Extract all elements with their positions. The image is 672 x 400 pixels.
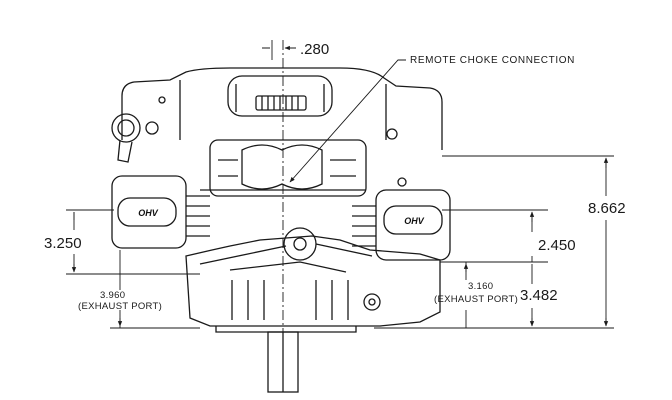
- lower-fins: [231, 280, 349, 320]
- label-overall-height: 8.662: [588, 200, 626, 217]
- vent-grille: [255, 95, 307, 111]
- left-cylinder: [111, 175, 187, 249]
- small-bolt-right-2: [397, 177, 407, 187]
- right-cylinder-plate: [383, 205, 443, 235]
- dim-right-height-ext: [440, 209, 548, 263]
- crank-case: [185, 235, 441, 327]
- left-cylinder-plate: [117, 197, 177, 227]
- badge-right: OHV: [404, 216, 425, 226]
- label-right-exhaust-value: 3.160: [468, 281, 493, 292]
- label-top-offset: .280: [300, 41, 329, 58]
- vent-slats: [261, 96, 299, 110]
- carburetor: [241, 144, 323, 190]
- right-cyl-fins: [352, 205, 376, 247]
- right-cylinder: [375, 189, 451, 261]
- label-left-exhaust-note: (EXHAUST PORT): [78, 301, 162, 312]
- engine-body: [111, 67, 451, 393]
- badge-left: OHV: [138, 208, 159, 218]
- choke-leader: [289, 59, 406, 183]
- oil-cap-inner: [368, 298, 376, 306]
- label-right-height: 2.450: [538, 237, 576, 254]
- governor-wheel: [283, 227, 317, 261]
- choke-bolt-2: [158, 96, 166, 104]
- choke-knob: [111, 113, 141, 143]
- label-right-exhaust-note: (EXHAUST PORT): [434, 294, 518, 305]
- label-left-height: 3.250: [44, 235, 82, 252]
- left-cyl-fins: [186, 195, 210, 237]
- label-left-exhaust-value: 3.960: [100, 290, 125, 301]
- choke-stem: [117, 139, 133, 163]
- label-remote-choke: REMOTE CHOKE CONNECTION: [410, 55, 575, 66]
- dim-overall-ext: [440, 155, 614, 329]
- dimension-lines: [66, 40, 614, 332]
- choke-knob-inner: [117, 119, 135, 137]
- top-vent: [227, 75, 333, 117]
- shroud-ridge: [179, 80, 387, 140]
- vent-sides: [235, 84, 325, 112]
- badge-right-text: OHV: [404, 216, 425, 226]
- oil-cap: [363, 293, 381, 311]
- small-bolt-right: [386, 128, 398, 140]
- choke-bolt: [145, 121, 159, 135]
- badge-left-text: OHV: [138, 208, 159, 218]
- internal-lines: [200, 159, 366, 191]
- top-shroud: [121, 67, 443, 150]
- center-block: [209, 139, 367, 197]
- linkage-arm: [199, 243, 373, 273]
- governor-wheel-center: [293, 237, 307, 251]
- dim-left-height-ext: [66, 209, 200, 275]
- base-flange: [215, 326, 357, 333]
- label-right-base: 3.482: [520, 287, 558, 304]
